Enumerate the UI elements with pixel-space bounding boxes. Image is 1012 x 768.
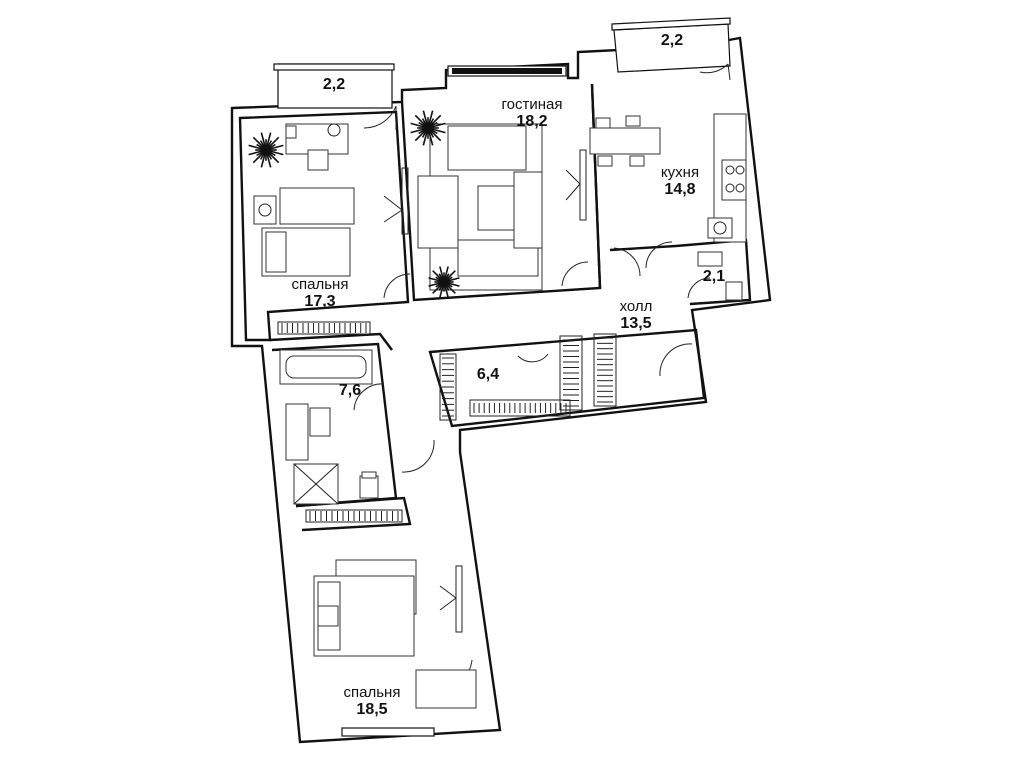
sink-icon (285, 217, 743, 461)
windows (341, 65, 567, 737)
room-label-balcony-right: 2,2 (660, 32, 684, 49)
desk-icon (285, 123, 349, 171)
toilet-icon (359, 471, 379, 499)
room-label-hall: холл 13,5 (619, 298, 653, 333)
plant-leaf (427, 122, 446, 129)
room-label-closet: 6,4 (476, 366, 500, 383)
plant-leaf (265, 144, 284, 151)
potted-plant-icon (248, 110, 460, 298)
room-label-bathroom: 7,6 (338, 382, 362, 399)
double-bed-icon (313, 559, 477, 709)
balcony-right-frame (611, 17, 731, 73)
wardrobe-icon (439, 333, 617, 421)
bathtub-icon (279, 349, 373, 385)
double-bed-icon (253, 187, 355, 277)
dining-table-icon (589, 115, 661, 167)
room-label-living-room: гостиная 18,2 (501, 96, 563, 131)
room-label-balcony-left: 2,2 (322, 76, 346, 93)
plant-leaf (443, 277, 460, 283)
room-label-bedroom-top: спальня 17,3 (291, 276, 349, 311)
tv-panel (383, 149, 587, 633)
room-label-kitchen: кухня 14,8 (660, 164, 700, 199)
room-label-wc: 2,1 (702, 268, 726, 285)
sofa-icon (417, 123, 543, 291)
radiator-icon (277, 321, 403, 523)
shower-icon (293, 463, 339, 505)
balcony-left-frame (273, 63, 395, 109)
room-label-bedroom-bottom: спальня 18,5 (343, 684, 401, 719)
